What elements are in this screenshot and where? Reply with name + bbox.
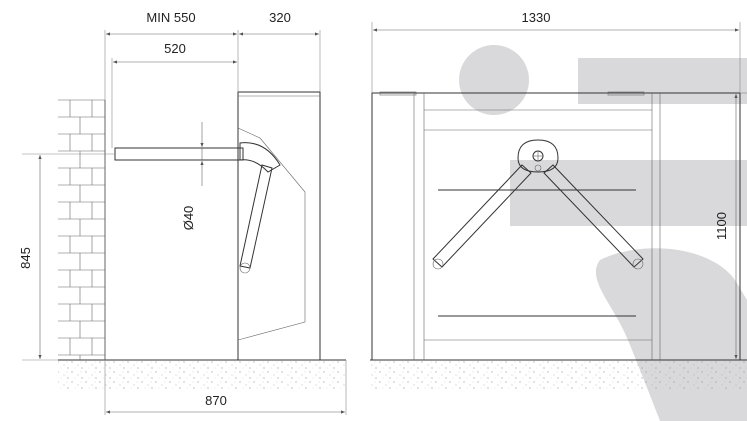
- label-arm-height: 845: [18, 247, 33, 269]
- label-overall-height: 1100: [714, 212, 729, 240]
- watermark-bar-top: [578, 58, 747, 104]
- watermark-bar-mid: [510, 160, 747, 226]
- label-arm-length: 520: [164, 41, 186, 56]
- housing-slanted-face: [237, 127, 306, 341]
- label-arm-diameter: Ø40: [181, 206, 196, 231]
- arm-right: [543, 164, 644, 268]
- ground-right: [370, 360, 747, 390]
- arm-slanted-down: [239, 164, 273, 269]
- brick-wall: [58, 99, 106, 360]
- housing-side: [237, 91, 321, 361]
- ground-left: [58, 360, 346, 390]
- watermark-circle: [459, 45, 529, 115]
- tripod-hub: [517, 139, 559, 173]
- label-overall-width: 1330: [522, 10, 551, 25]
- arm-horizontal: [114, 147, 244, 161]
- dimension-lines: [22, 22, 747, 415]
- label-housing-depth: 320: [269, 10, 291, 25]
- front-view: [371, 91, 741, 361]
- label-overall-depth: 870: [205, 393, 227, 408]
- side-view: [114, 91, 321, 361]
- housing-front: [371, 92, 741, 361]
- rotor-hub: [239, 142, 281, 173]
- watermark-s-shape: [595, 248, 747, 421]
- label-min-clearance: MIN 550: [146, 10, 195, 25]
